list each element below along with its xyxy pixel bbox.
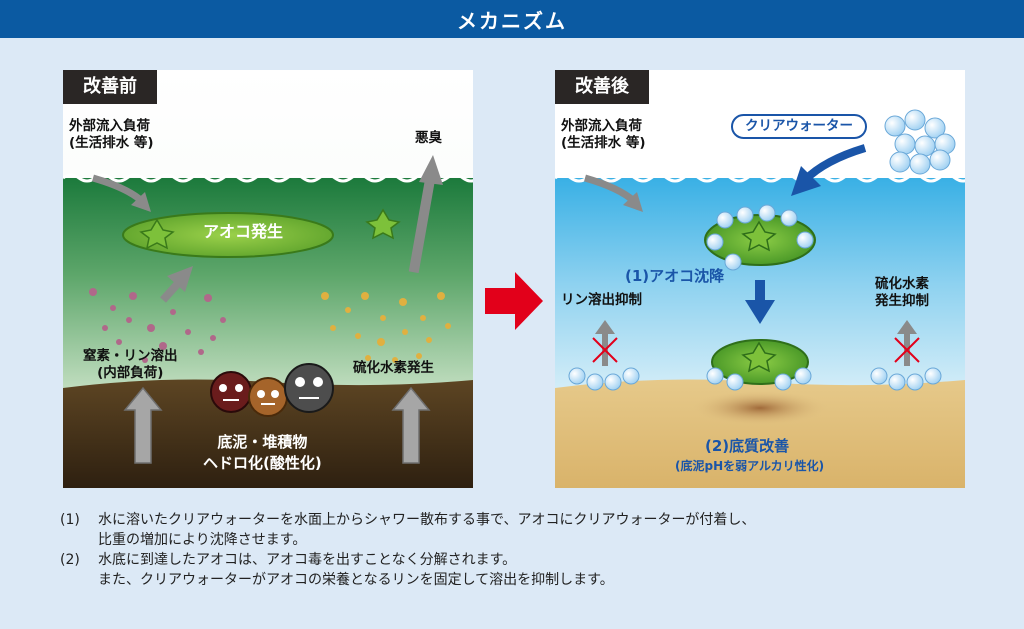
- algae-cell-icon: [365, 208, 401, 240]
- inflow-arrow: [131, 192, 151, 212]
- odor-arrow: [419, 155, 443, 185]
- spray-arrow: [791, 166, 821, 196]
- nutrient-arrow: [167, 266, 193, 292]
- after-illustration: [555, 70, 965, 488]
- sink-arrow: [745, 300, 775, 324]
- nutrient-particles: [89, 288, 226, 363]
- before-panel: 改善前 外部流入負荷(生活排水 等) 悪臭 アオコ発生 窒素・リン溶出(内部負荷…: [63, 70, 473, 488]
- note-2: (2) 水底に到達したアオコは、アオコ毒を出すことなく分解されます。また、クリア…: [60, 552, 614, 588]
- external-load-label: 外部流入負荷(生活排水 等): [69, 118, 154, 151]
- improve-label: (2)底質改善: [705, 437, 790, 455]
- phosphorus-suppress-label: リン溶出抑制: [561, 292, 642, 308]
- odor-label: 悪臭: [415, 130, 442, 146]
- nitrogen-label: 窒素・リン溶出(内部負荷): [83, 348, 178, 381]
- before-illustration: [63, 70, 473, 488]
- attached-bubbles: [706, 204, 814, 271]
- bloom-label: アオコ発生: [203, 222, 284, 241]
- external-load-label: 外部流入負荷(生活排水 等): [561, 118, 646, 151]
- sediment-bubbles: [568, 367, 942, 391]
- h2s-suppress-label: 硫化水素発生抑制: [875, 276, 929, 309]
- title-bar: メカニズム: [0, 0, 1024, 38]
- before-tag: 改善前: [63, 70, 157, 104]
- sink-label: (1)アオコ沈降: [625, 267, 725, 285]
- clear-water-bubbles: [884, 109, 956, 175]
- sediment-label: 底泥・堆積物ヘドロ化(酸性化): [203, 433, 322, 472]
- inflow-arrow: [623, 192, 643, 212]
- sludge-monsters-icon: [210, 363, 334, 417]
- h2s-blocked-icon: [894, 320, 920, 366]
- after-tag: 改善後: [555, 70, 649, 104]
- algae-bloom: [122, 212, 334, 258]
- after-panel: 改善後 外部流入負荷(生活排水 等) クリアウォーター (1)アオコ沈降 リン溶…: [555, 70, 965, 488]
- algae-cell-icon: [741, 220, 777, 252]
- algae-cell-icon: [139, 218, 175, 250]
- clear-water-label: クリアウォーター: [731, 114, 867, 139]
- algae-cell-icon: [741, 341, 777, 373]
- upward-arrows: [123, 386, 431, 464]
- transition-arrow-icon: [485, 272, 543, 330]
- note-1: (1) 水に溶いたクリアウォーターを水面上からシャワー散布する事で、アオコにクリ…: [60, 512, 756, 548]
- page-title: メカニズム: [457, 8, 567, 33]
- h2s-particles: [321, 292, 451, 363]
- explanation-notes: (1) 水に溶いたクリアウォーターを水面上からシャワー散布する事で、アオコにクリ…: [60, 510, 980, 590]
- phosphorus-blocked-icon: [592, 320, 618, 366]
- improve-sub-label: (底泥pHを弱アルカリ性化): [675, 459, 825, 473]
- h2s-label: 硫化水素発生: [353, 360, 434, 376]
